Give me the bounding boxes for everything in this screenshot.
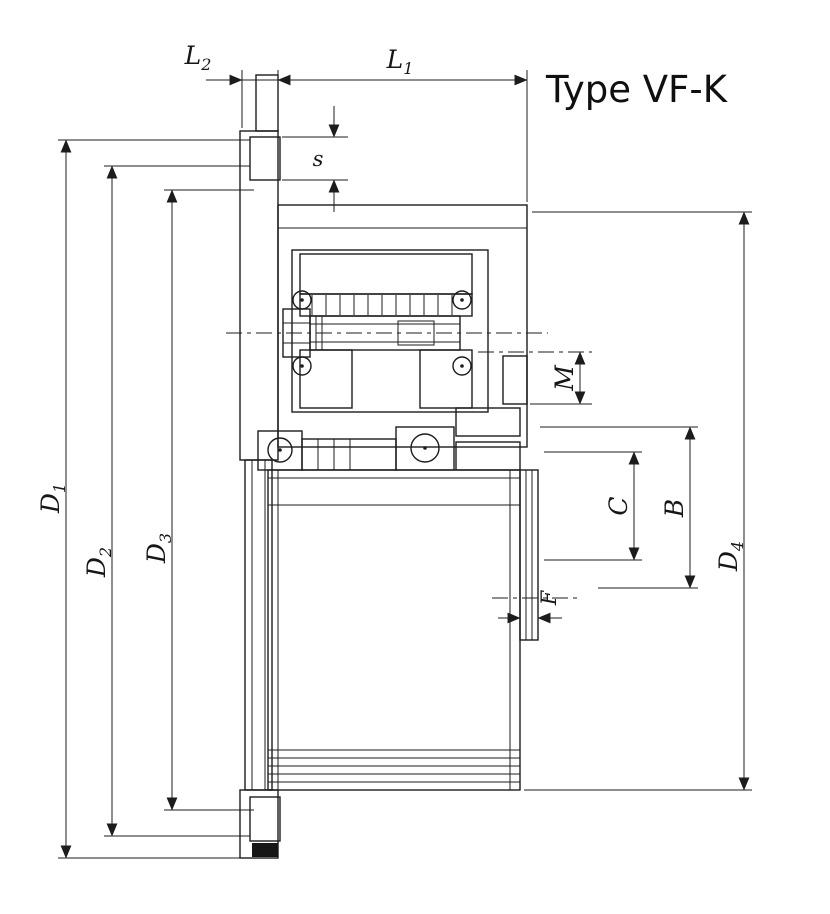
dim-label-m: M	[550, 364, 579, 392]
shaft-detail-lines	[310, 316, 460, 350]
dim-label-l2: L2	[184, 41, 212, 74]
dim-label-d4: D4	[714, 541, 747, 572]
hub-flange-lower	[455, 441, 521, 471]
drawing-title: Type VF-K	[545, 68, 729, 111]
ball-center-dot	[300, 298, 304, 302]
gearbox-housing-section	[277, 204, 528, 448]
dimension-d2: D2	[82, 165, 250, 837]
dimension-f: F	[498, 589, 562, 624]
dim-label-c: C	[604, 496, 633, 515]
flange-slot-top	[249, 136, 281, 181]
drum-body	[267, 469, 521, 791]
wheel-rim-bottom-right	[419, 349, 473, 409]
bearing-ball	[292, 290, 312, 310]
dimension-l1-l2: L2 L1	[184, 41, 528, 202]
extension-lines	[164, 189, 254, 811]
output-hub-assembly	[257, 407, 521, 471]
hub-step-lines	[317, 439, 351, 470]
ball-center-dot	[278, 448, 282, 452]
dimension-d4: D4	[524, 211, 752, 791]
dim-label-d2: D2	[82, 547, 115, 578]
wheel-rim-top	[299, 253, 473, 295]
dim-label-b: B	[660, 499, 689, 518]
dim-label-f: F	[537, 589, 561, 606]
dim-label-d3: D3	[142, 533, 175, 564]
ball-center-dot	[460, 298, 464, 302]
drum-sleeve	[519, 469, 539, 641]
hub-neck	[301, 438, 397, 471]
flange-seal-block	[252, 843, 278, 857]
housing-body	[277, 204, 528, 448]
dim-label-d1: D1	[36, 483, 69, 514]
housing-cavity	[291, 249, 489, 413]
dimension-d3: D3	[142, 189, 254, 811]
bearing-ball	[267, 437, 293, 463]
drum-bottom-rings	[268, 749, 520, 783]
sleeve-groove-lines	[525, 470, 533, 640]
bearing-ball	[452, 356, 472, 376]
gear-teeth-lines	[311, 295, 453, 315]
input-shaft-assembly	[226, 290, 548, 376]
dimension-b: B	[540, 426, 698, 589]
ball-center-dot	[300, 364, 304, 368]
shaft-bore	[397, 320, 435, 346]
extension-lines	[104, 165, 250, 837]
flange-slot-bottom	[249, 796, 281, 842]
housing-right-step	[502, 355, 528, 405]
dimension-m: M	[478, 351, 592, 405]
hub-flange-upper	[455, 407, 521, 437]
bearing-ball	[452, 290, 472, 310]
dimension-s: s	[282, 106, 348, 212]
flange-rim-edge-lines	[251, 460, 266, 790]
output-drum	[267, 469, 580, 791]
ball-center-dot	[460, 364, 464, 368]
dimension-d1: D1	[36, 139, 250, 859]
flange-bottom-tab	[239, 789, 279, 859]
flange-top-tab	[255, 74, 279, 132]
worm-wheel-section	[299, 253, 473, 409]
dimension-c: C	[544, 451, 642, 561]
dim-label-s: s	[313, 147, 324, 171]
extension-lines	[241, 70, 528, 202]
extension-lines	[540, 426, 698, 589]
drum-edge-lines	[268, 470, 520, 790]
ball-center-dot	[423, 446, 427, 450]
bolt-facet-lines	[283, 322, 310, 344]
bearing-ball	[292, 356, 312, 376]
extension-lines	[524, 211, 752, 791]
hex-bolt-head	[282, 308, 311, 358]
extension-lines	[544, 451, 642, 561]
extension-lines	[58, 139, 250, 859]
mounting-flange-section	[239, 74, 281, 859]
bearing-ball	[410, 433, 440, 463]
dim-label-l1: L1	[386, 45, 414, 78]
